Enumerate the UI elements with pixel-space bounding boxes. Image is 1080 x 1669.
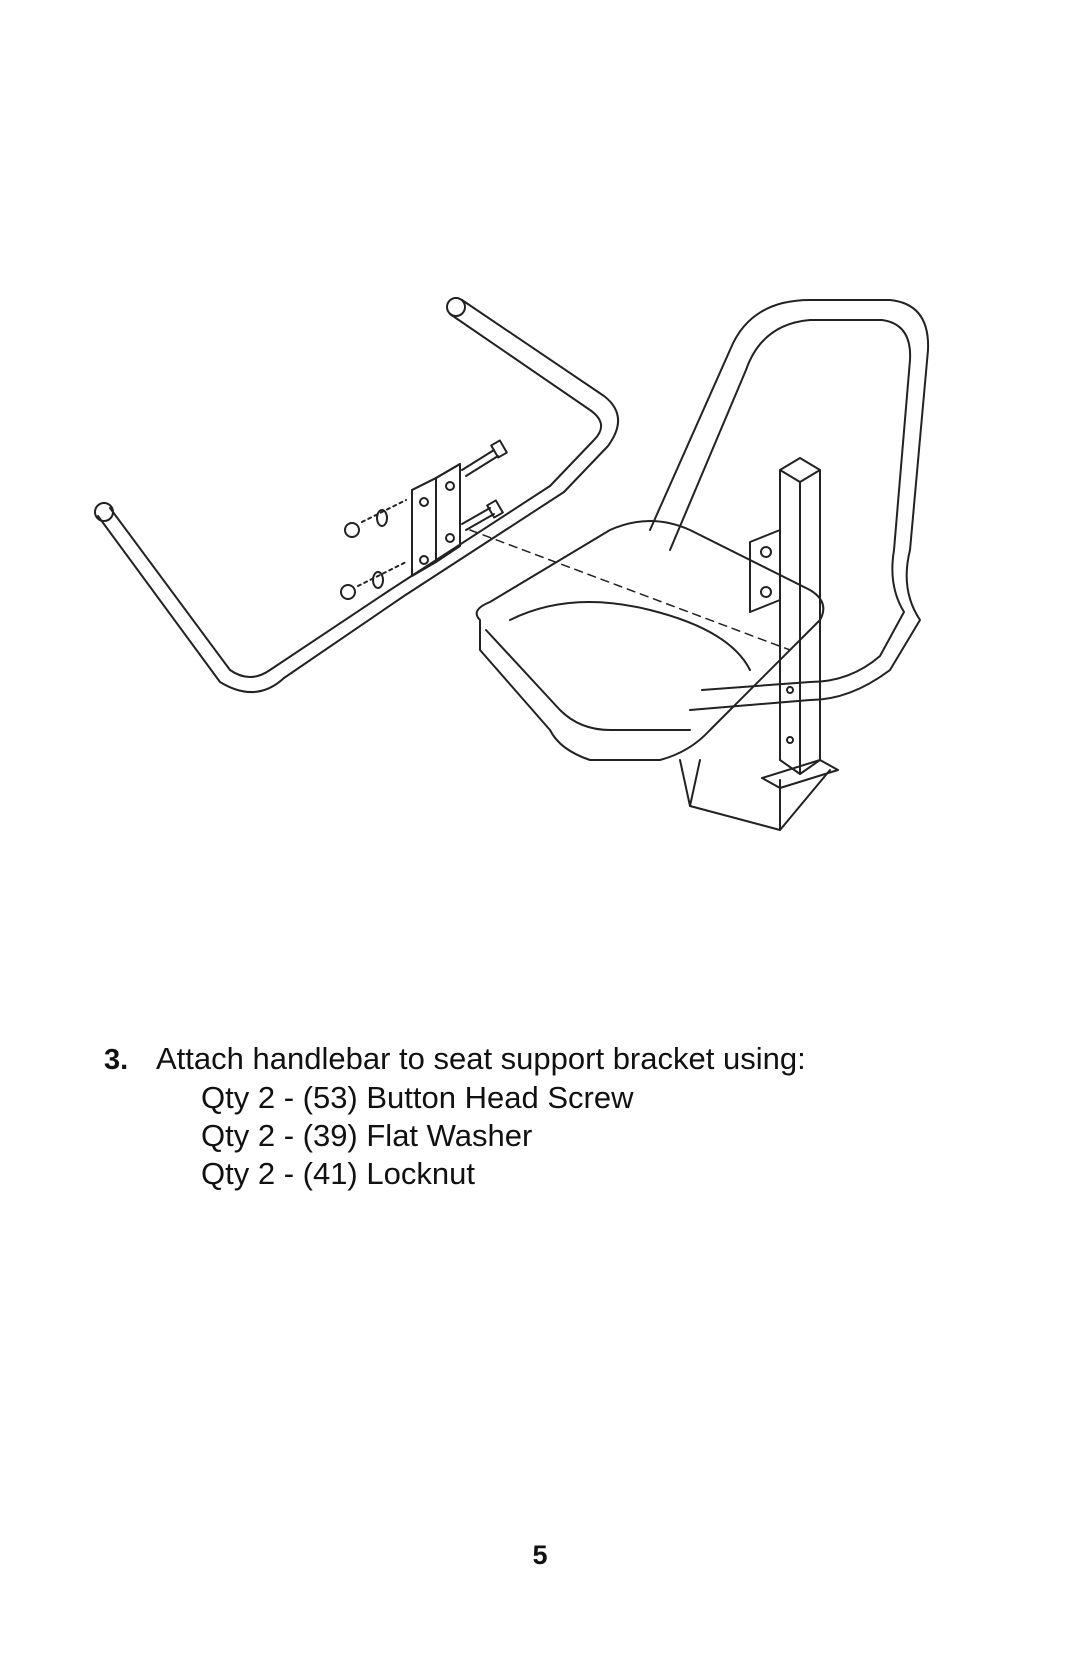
screws-drawing	[461, 439, 508, 531]
step-number: 3.	[104, 1044, 129, 1076]
assembly-step: 3. Attach handlebar to seat support brac…	[104, 1040, 1004, 1193]
step-instruction: Attach handlebar to seat support bracket…	[156, 1041, 806, 1076]
parts-list-item: Qty 2 - (39) Flat Washer	[201, 1118, 533, 1153]
parts-list-item: Qty 2 - (41) Locknut	[201, 1156, 475, 1191]
assembly-illustration	[90, 290, 950, 890]
seat-support-post-drawing	[749, 457, 839, 789]
parts-list-item: Qty 2 - (53) Button Head Screw	[201, 1080, 634, 1115]
bracket-drawing	[411, 463, 461, 577]
page-number: 5	[532, 1540, 548, 1570]
step-heading: 3. Attach handlebar to seat support brac…	[104, 1040, 1004, 1079]
handlebar-drawing	[94, 297, 619, 694]
parts-list: Qty 2 - (53) Button Head Screw Qty 2 - (…	[201, 1079, 1004, 1193]
seat-drawing	[475, 299, 930, 831]
washers-nuts-drawing	[340, 499, 407, 600]
